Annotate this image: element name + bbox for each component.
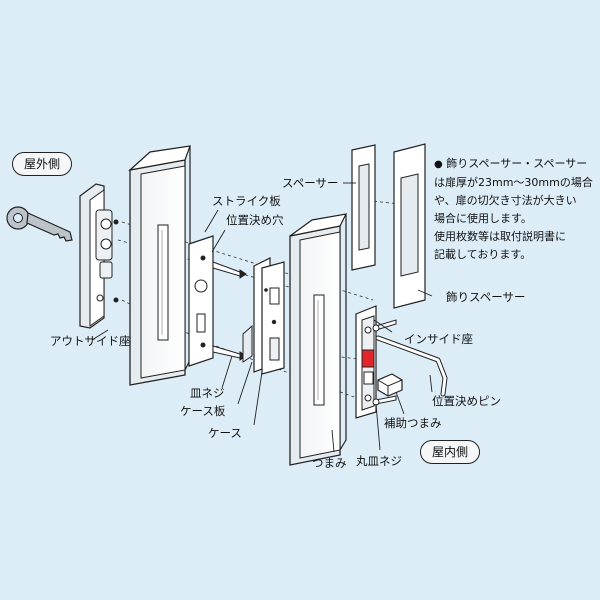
key-icon (6, 206, 73, 242)
note-line: ● 飾りスペーサー・スペーサー (434, 155, 600, 174)
positioning-hole-label: 位置決め穴 (226, 213, 284, 227)
note-line: 使用枚数等は取付説明書に (434, 230, 566, 243)
lock-case-part (242, 257, 285, 375)
auxiliary-knob-label: 補助つまみ (384, 416, 442, 430)
flat-screws (212, 261, 247, 361)
spacer-part (351, 144, 376, 271)
inside-side-badge: 屋内側 (420, 440, 480, 464)
latch-red-indicator (361, 349, 375, 368)
strike-plate-part (188, 235, 214, 367)
case-label: ケース (208, 426, 242, 440)
outside-side-badge: 屋外側 (12, 152, 72, 176)
flat-screw-label: 皿ネジ (190, 386, 225, 400)
spacer-label: スペーサー (282, 176, 339, 190)
note-line: は扉厚が23mm～30mmの場合 (434, 176, 593, 189)
round-screws (372, 319, 397, 406)
positioning-pin-label: 位置決めピン (432, 394, 501, 408)
knob-label: つまみ (312, 456, 347, 470)
note-line: や、扉の切欠き寸法が大きい (434, 194, 577, 207)
note-line-text: 飾りスペーサー・スペーサー (446, 157, 588, 170)
outside-seat-part (79, 183, 119, 329)
left-door-frame (128, 145, 191, 386)
case-plate-label: ケース板 (180, 404, 226, 418)
decorative-spacer-part (393, 143, 426, 309)
note-line: 場合に使用します。 (434, 212, 532, 225)
outside-seat-label: アウトサイド座 (50, 334, 131, 348)
positioning-pin-part (375, 335, 448, 397)
strike-plate-label: ストライク板 (212, 194, 281, 208)
right-door-frame (289, 213, 348, 466)
note-bullet: ● (434, 159, 443, 170)
inside-seat-part (355, 305, 377, 419)
spacer-usage-note: ● 飾りスペーサー・スペーサー は扉厚が23mm～30mmの場合 や、扉の切欠き… (434, 155, 600, 264)
decorative-spacer-label: 飾りスペーサー (446, 290, 526, 304)
note-line: 記載しております。 (434, 248, 532, 261)
auxiliary-knob-part (377, 373, 403, 397)
inside-seat-label: インサイド座 (404, 332, 473, 346)
round-screw-label: 丸皿ネジ (356, 454, 402, 468)
leader-lines (91, 182, 433, 453)
